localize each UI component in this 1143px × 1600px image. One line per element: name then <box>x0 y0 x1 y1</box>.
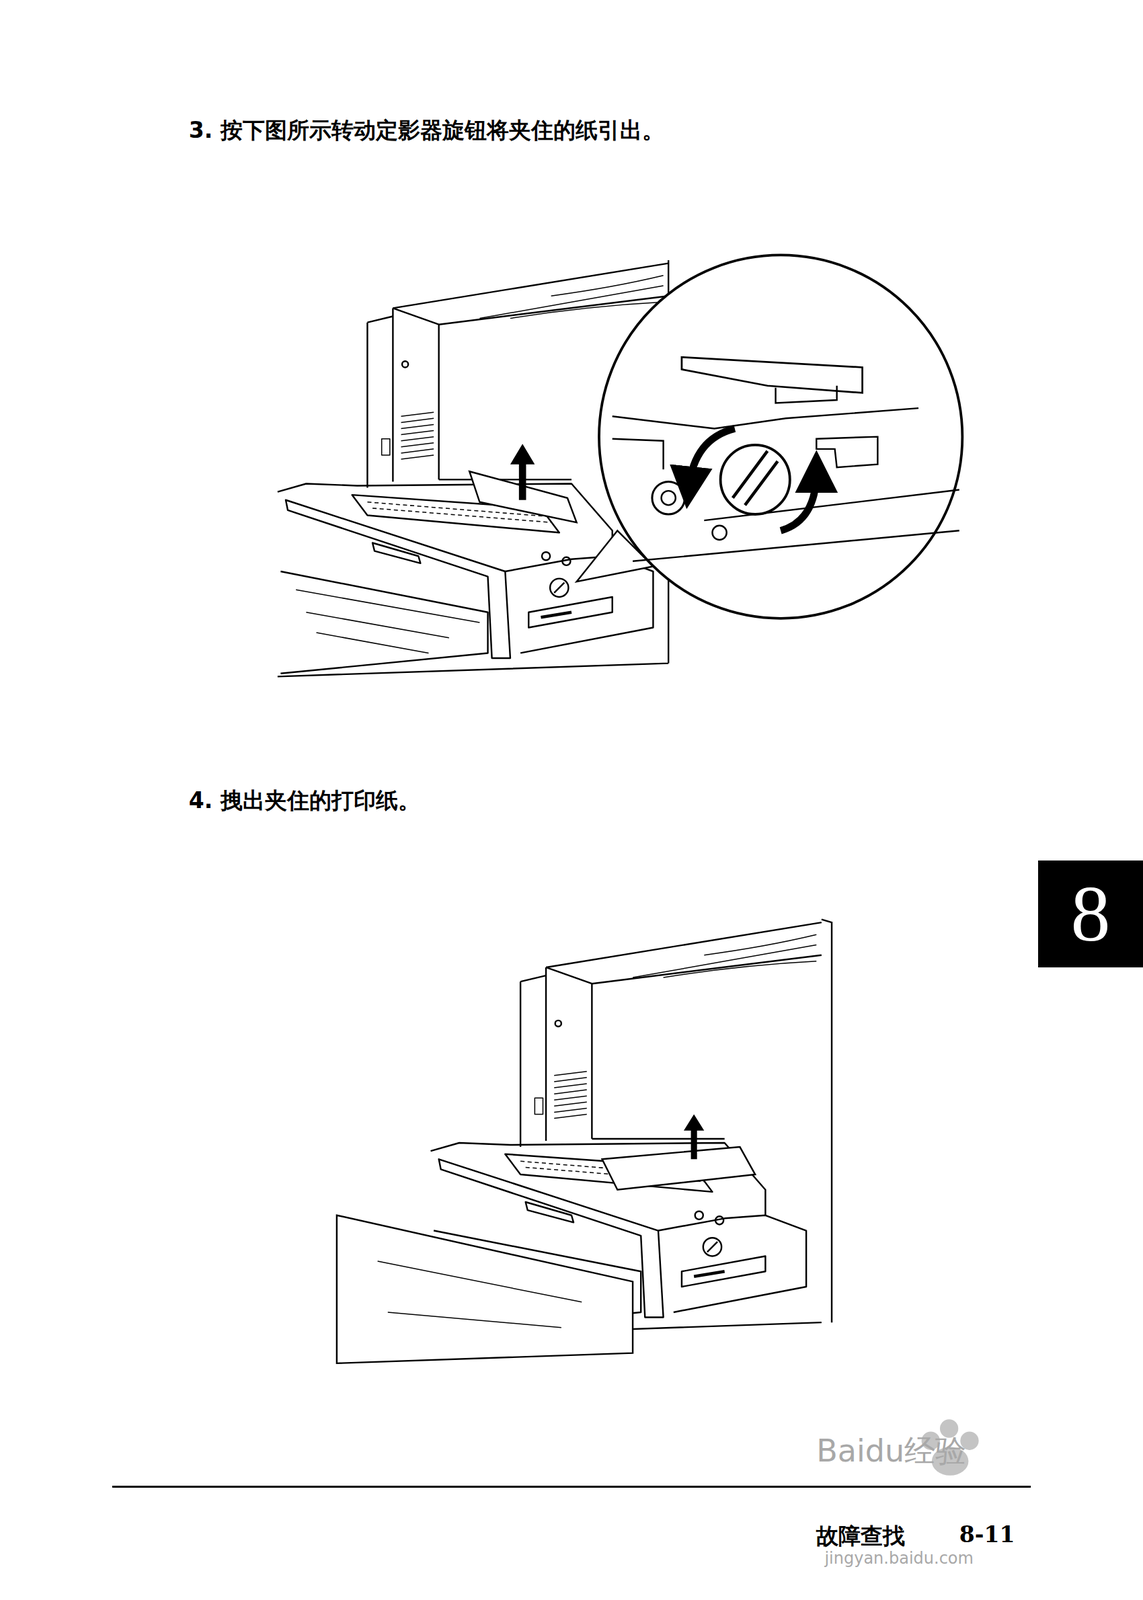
footer-rule <box>112 1485 1031 1488</box>
watermark: Baidu经验 <box>816 1430 967 1473</box>
chapter-number: 8 <box>1071 874 1111 955</box>
page-number: 8-11 <box>959 1521 1016 1548</box>
step-text: 4. 拽出夹住的打印纸。 <box>188 785 421 817</box>
footer-section: 故障查找 <box>816 1521 905 1552</box>
printer-figure <box>277 254 963 677</box>
chapter-tab: 8 <box>1038 860 1143 968</box>
printer-figure <box>336 919 832 1364</box>
watermark: jingyan.baidu.com <box>824 1549 973 1568</box>
step-text: 3. 按下图所示转动定影器旋钮将夹住的纸引出。 <box>188 115 665 146</box>
